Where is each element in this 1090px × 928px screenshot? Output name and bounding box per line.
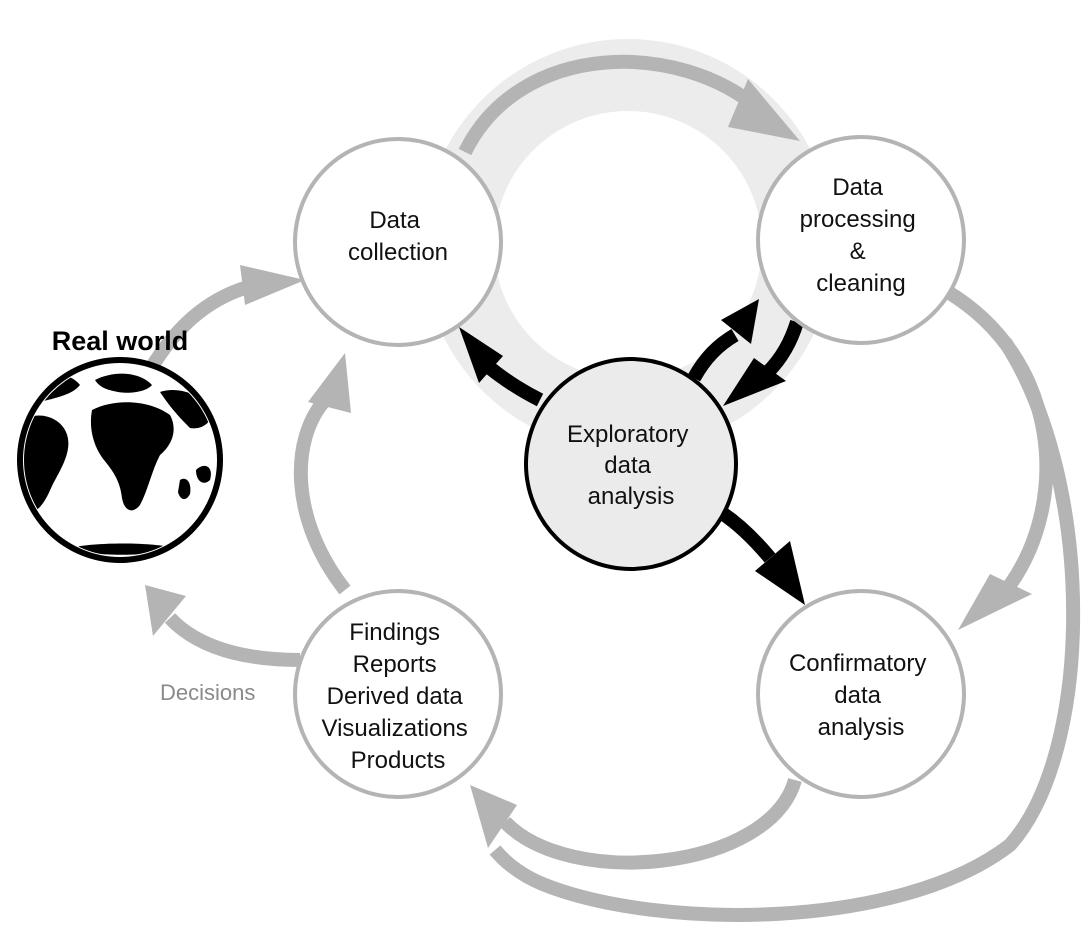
arrow-processing-to-findings-outer [489, 338, 1081, 922]
node-findings: Findings Reports Derived data Visualizat… [293, 589, 503, 799]
black-arrowheads [459, 299, 805, 605]
node-line: Data [832, 174, 883, 201]
arrowhead-eda-to-processing [721, 299, 759, 344]
gray-arrows [143, 54, 1081, 922]
node-data-collection: Data collection [293, 137, 503, 347]
node-line: Findings [349, 619, 440, 646]
arrowhead-findings-to-realworld [145, 585, 186, 636]
black-arrows [485, 319, 804, 563]
node-line: data [604, 452, 651, 479]
arrow-collection-to-processing [458, 54, 765, 156]
node-exploratory: Exploratory data analysis [524, 357, 738, 571]
node-line: collection [348, 239, 448, 266]
node-line: Visualizations [322, 715, 468, 742]
node-line: processing [800, 206, 916, 233]
node-confirmatory-label: Confirmatory data analysis [789, 650, 933, 741]
arrow-eda-to-processing [687, 328, 739, 382]
arrow-processing-to-confirmatory [944, 286, 1054, 590]
node-confirmatory: Confirmatory data analysis [756, 589, 966, 799]
arrowhead-collection-to-processing [728, 79, 800, 141]
node-data-processing: Data processing & cleaning [756, 135, 966, 345]
node-data-collection-label: Data collection [348, 207, 448, 266]
node-line: Derived data [327, 683, 464, 710]
arrow-confirmatory-to-findings [499, 777, 802, 870]
arrowhead-eda-to-collection [459, 327, 503, 383]
node-data-processing-label: Data processing & cleaning [800, 174, 923, 297]
arrowhead-eda-to-confirmatory [755, 541, 805, 605]
arrowhead-processing-to-confirmatory [958, 574, 1032, 630]
arrow-processing-to-eda [762, 319, 804, 377]
node-line: Confirmatory [789, 650, 926, 677]
arrowhead-findings-to-collection [308, 353, 351, 413]
arrowhead-realworld-to-collection [240, 265, 305, 305]
edge-label-decisions: Decisions [160, 680, 255, 705]
node-line: Reports [353, 651, 437, 678]
arrow-eda-to-confirmatory [718, 507, 776, 563]
arrowhead-confirmatory-to-findings [470, 785, 517, 848]
node-line: Data [369, 207, 420, 234]
arrow-findings-to-realworld [164, 613, 301, 667]
node-exploratory-label: Exploratory data analysis [567, 421, 695, 510]
real-world-title: Real world [52, 326, 189, 356]
node-line: cleaning [816, 270, 905, 297]
globe-icon [17, 357, 223, 563]
node-line: analysis [818, 714, 905, 741]
node-line: Exploratory [567, 421, 688, 448]
node-findings-label: Findings Reports Derived data Visualizat… [322, 619, 475, 774]
arrow-realworld-to-collection [143, 278, 257, 374]
node-line: data [834, 682, 881, 709]
node-line: analysis [588, 483, 675, 510]
arrow-eda-to-collection [485, 362, 544, 407]
arrowhead-processing-to-eda [723, 358, 786, 406]
gray-arrowheads [145, 79, 1032, 848]
arrow-findings-to-collection [293, 395, 351, 595]
node-line: Products [351, 747, 446, 774]
node-line: & [850, 238, 866, 265]
